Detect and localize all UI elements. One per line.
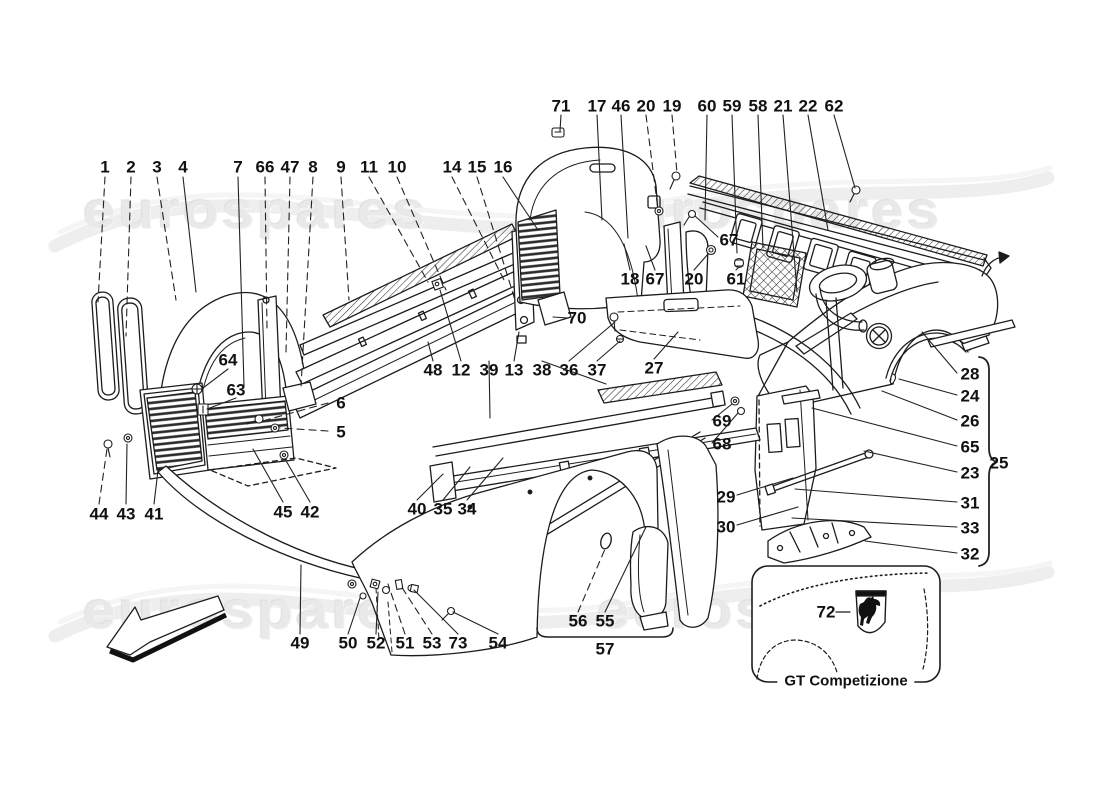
part-callout-47: 47 bbox=[280, 157, 300, 177]
part-callout-28: 28 bbox=[960, 364, 980, 384]
part-callout-71: 71 bbox=[551, 96, 571, 116]
part-callout-3: 3 bbox=[152, 157, 162, 177]
part-callout-18: 18 bbox=[620, 269, 640, 289]
part-callout-48: 48 bbox=[423, 360, 443, 380]
part-callout-14: 14 bbox=[442, 157, 462, 177]
part-callout-39: 39 bbox=[479, 360, 499, 380]
part-callout-23: 23 bbox=[960, 463, 980, 483]
part-callout-19: 19 bbox=[662, 96, 682, 116]
inset-caption: GT Competizione bbox=[777, 672, 915, 690]
part-callout-73: 73 bbox=[448, 633, 468, 653]
part-callout-32: 32 bbox=[960, 544, 980, 564]
gt-competizione-inset bbox=[751, 565, 941, 683]
part-callout-25: 25 bbox=[989, 453, 1009, 473]
rear-wheelhouse bbox=[515, 146, 712, 326]
part-callout-31: 31 bbox=[960, 493, 980, 513]
part-callout-16: 16 bbox=[493, 157, 513, 177]
part-callout-21: 21 bbox=[773, 96, 793, 116]
part-callout-50: 50 bbox=[338, 633, 358, 653]
part-callout-12: 12 bbox=[451, 360, 471, 380]
part-callout-69: 69 bbox=[712, 411, 732, 431]
part-callout-64: 64 bbox=[218, 350, 238, 370]
ferrari-horse-icon bbox=[858, 596, 881, 626]
rear-inner-structure bbox=[730, 297, 874, 564]
part-callout-58: 58 bbox=[748, 96, 768, 116]
part-callout-56: 56 bbox=[568, 611, 588, 631]
louvered-panels bbox=[139, 382, 337, 487]
part-callout-35: 35 bbox=[433, 499, 453, 519]
part-callout-36: 36 bbox=[559, 360, 579, 380]
fasteners bbox=[103, 127, 897, 621]
part-callout-51: 51 bbox=[395, 633, 415, 653]
part-callout-61: 61 bbox=[726, 269, 746, 289]
part-callout-20: 20 bbox=[684, 269, 704, 289]
part-callout-38: 38 bbox=[532, 360, 552, 380]
part-callout-7: 7 bbox=[233, 157, 243, 177]
part-callout-27: 27 bbox=[644, 358, 664, 378]
part-callout-11: 11 bbox=[360, 157, 378, 177]
part-callout-63: 63 bbox=[226, 380, 246, 400]
part-callout-8: 8 bbox=[308, 157, 318, 177]
part-callout-65: 65 bbox=[960, 437, 980, 457]
part-callout-53: 53 bbox=[422, 633, 442, 653]
part-callout-17: 17 bbox=[587, 96, 607, 116]
part-callout-44: 44 bbox=[89, 504, 109, 524]
part-callout-70: 70 bbox=[567, 308, 587, 328]
part-callout-43: 43 bbox=[116, 504, 136, 524]
part-callout-57: 57 bbox=[595, 639, 615, 659]
part-callout-20: 20 bbox=[636, 96, 656, 116]
part-callout-34: 34 bbox=[457, 499, 477, 519]
part-callout-30: 30 bbox=[716, 517, 736, 537]
part-callout-45: 45 bbox=[273, 502, 293, 522]
part-callout-40: 40 bbox=[407, 499, 427, 519]
part-callout-29: 29 bbox=[716, 487, 736, 507]
floor-panel bbox=[605, 289, 760, 359]
part-callout-72: 72 bbox=[816, 602, 836, 622]
sill-rails bbox=[282, 223, 535, 419]
leader-lines bbox=[97, 114, 998, 638]
watermark-text: eurospares bbox=[83, 180, 429, 239]
part-callout-2: 2 bbox=[126, 157, 136, 177]
part-callout-67: 67 bbox=[645, 269, 665, 289]
part-callout-26: 26 bbox=[960, 411, 980, 431]
part-callout-13: 13 bbox=[504, 360, 524, 380]
part-callout-62: 62 bbox=[824, 96, 844, 116]
part-callout-41: 41 bbox=[144, 504, 164, 524]
part-callout-1: 1 bbox=[100, 157, 110, 177]
part-callout-49: 49 bbox=[290, 633, 310, 653]
part-callout-60: 60 bbox=[697, 96, 717, 116]
part-callout-24: 24 bbox=[960, 386, 980, 406]
part-callout-55: 55 bbox=[595, 611, 615, 631]
quarter-trims bbox=[629, 435, 719, 631]
part-callout-5: 5 bbox=[336, 422, 346, 442]
part-callout-22: 22 bbox=[798, 96, 818, 116]
engine-lid-ducts bbox=[742, 241, 898, 333]
part-callout-52: 52 bbox=[366, 633, 386, 653]
direction-arrow bbox=[106, 595, 228, 663]
part-callout-15: 15 bbox=[467, 157, 487, 177]
part-callout-33: 33 bbox=[960, 518, 980, 538]
part-callout-6: 6 bbox=[336, 393, 346, 413]
part-callout-10: 10 bbox=[387, 157, 407, 177]
part-callout-66: 66 bbox=[255, 157, 275, 177]
part-callout-42: 42 bbox=[300, 502, 320, 522]
part-callout-67: 67 bbox=[719, 230, 739, 250]
part-callout-9: 9 bbox=[336, 157, 346, 177]
part-callout-4: 4 bbox=[178, 157, 188, 177]
part-callout-46: 46 bbox=[611, 96, 631, 116]
part-callout-37: 37 bbox=[587, 360, 607, 380]
part-callout-59: 59 bbox=[722, 96, 742, 116]
part-callout-54: 54 bbox=[488, 633, 508, 653]
part-callout-68: 68 bbox=[712, 434, 732, 454]
